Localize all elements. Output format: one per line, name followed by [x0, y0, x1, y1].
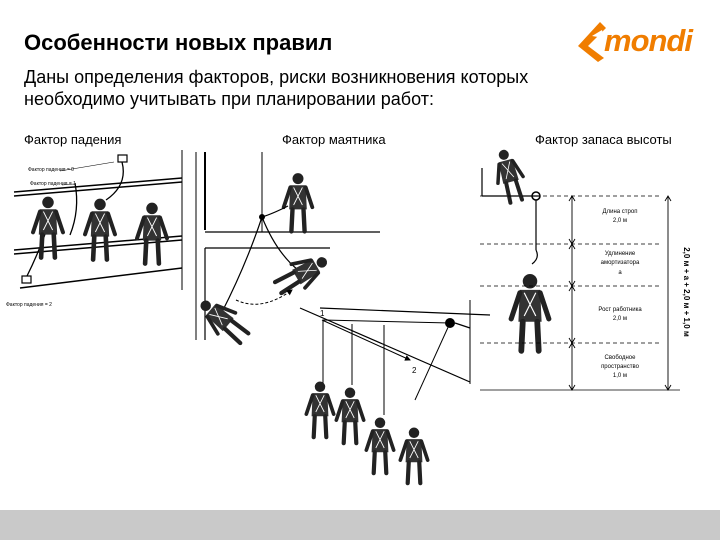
slide-subtitle: Даны определения факторов, риски возникн…	[24, 66, 614, 110]
absorber-extension-label: Удлинение	[605, 251, 636, 257]
clearance-factor-label: Фактор запаса высоты	[535, 132, 672, 147]
fall-factor-2-annotation: Фактор падения = 2	[6, 302, 52, 308]
fall-factor-1-annotation: Фактор падения = 1	[30, 181, 76, 187]
subtitle-line-1: Даны определения факторов, риски возникн…	[24, 67, 529, 87]
logo-text: mondi	[604, 23, 693, 58]
fall-factor-0-annotation: Фактор падения = 0	[28, 167, 74, 173]
worker-height-value: 2,0 м	[613, 316, 627, 322]
free-space-label: Свободное	[605, 355, 637, 361]
free-space-label-2: пространство	[601, 364, 640, 370]
clearance-total-label: 2,0 м + а + 2,0 м + 1,0 м	[682, 247, 691, 337]
mondi-logo: mondi	[574, 18, 700, 64]
pendulum-marker-1: 1	[320, 309, 325, 318]
pendulum-factor-label: Фактор маятника	[282, 132, 386, 147]
fall-factor-illustration: Фактор падения = 0 Фактор падения = 1 Фа…	[6, 150, 183, 308]
clearance-factor-illustration: Длина строп 2,0 м Удлинение амортизатора…	[480, 144, 691, 391]
rope-length-value: 2,0 м	[613, 218, 627, 224]
pendulum-marker-2: 2	[412, 366, 417, 375]
absorber-extension-label-2: амортизатора	[601, 260, 640, 266]
footer-bar	[0, 510, 720, 540]
subtitle-line-2: необходимо учитывать при планировании ра…	[24, 89, 434, 109]
pendulum-factor-illustration	[193, 152, 380, 349]
worker-height-label: Рост работника	[598, 307, 642, 313]
mondi-leaf-icon	[578, 22, 606, 62]
absorber-extension-value: а	[618, 270, 622, 276]
slide-title: Особенности новых правил	[24, 30, 333, 55]
rope-length-label: Длина строп	[603, 209, 638, 215]
pendulum-swing-illustration: 1 2	[299, 300, 491, 483]
free-space-value: 1,0 м	[613, 373, 627, 379]
fall-factor-label: Фактор падения	[24, 132, 122, 147]
